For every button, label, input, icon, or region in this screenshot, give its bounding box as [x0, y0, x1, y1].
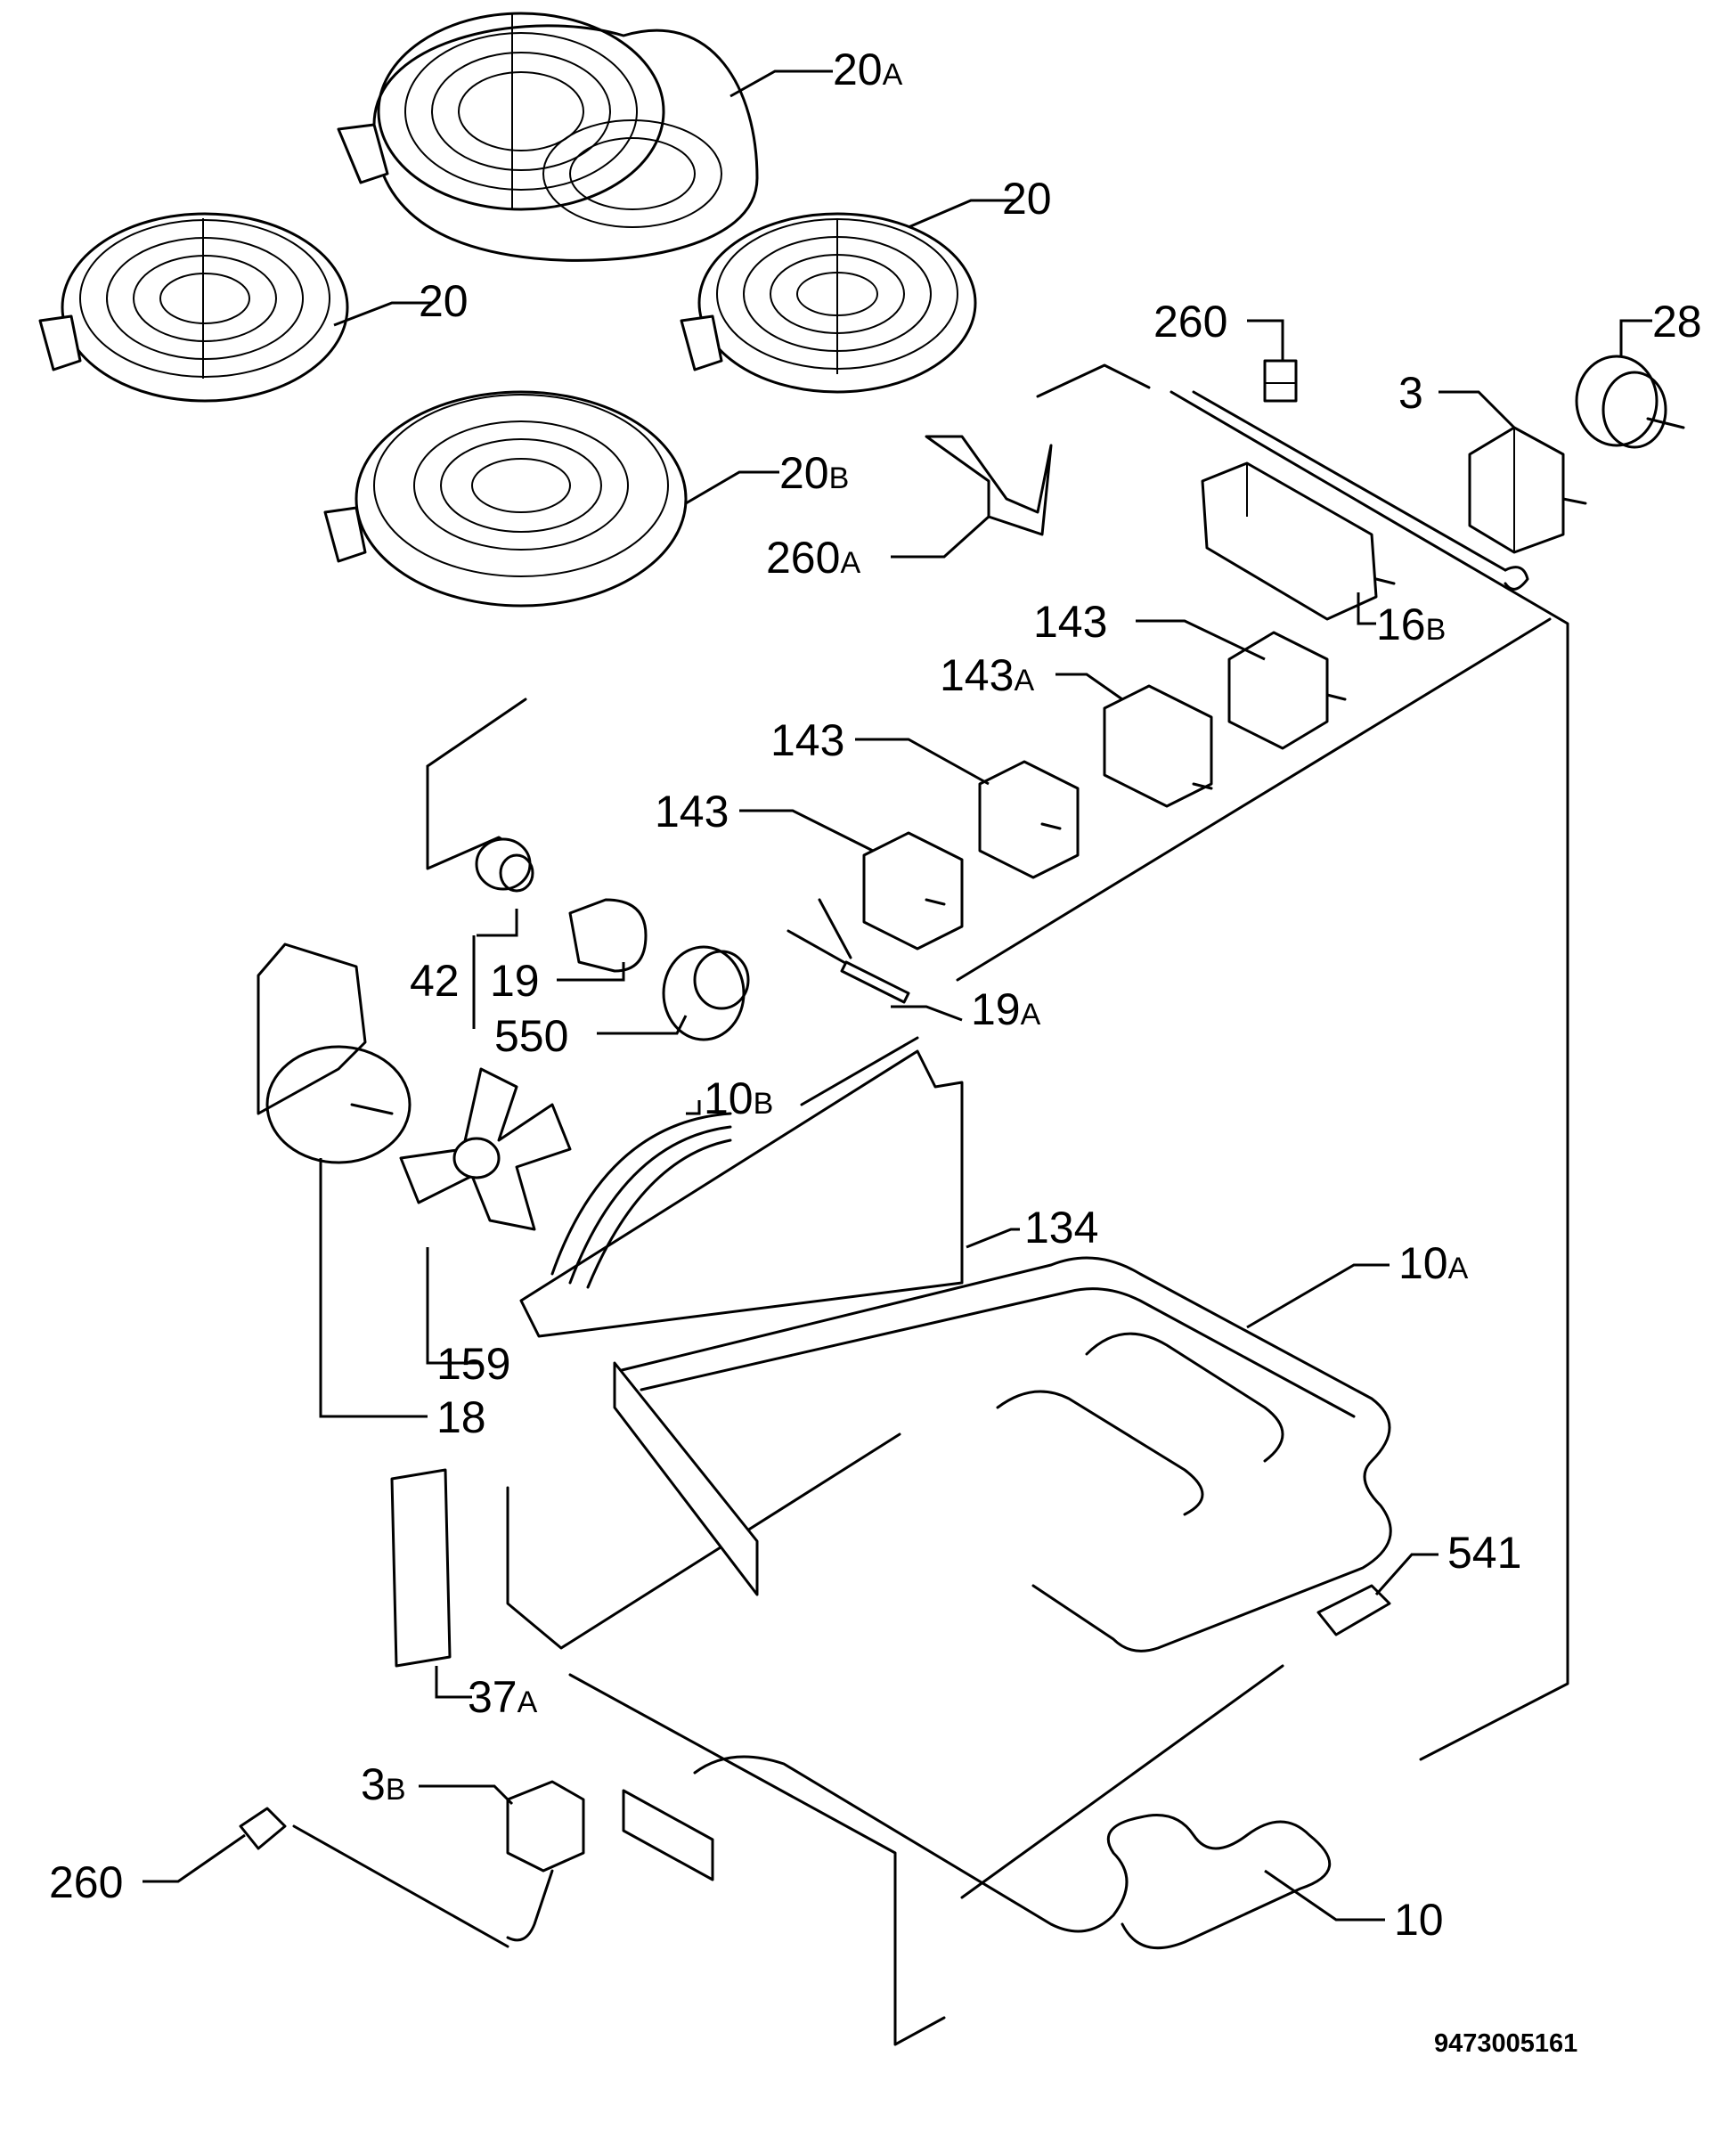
- callout-143-left: 143: [655, 787, 729, 836]
- bracket-260a: [925, 435, 1053, 536]
- bracket-260-top: [1263, 359, 1298, 403]
- callout-143-middle: 143: [770, 715, 844, 765]
- callout-20-right: 20: [1002, 174, 1052, 224]
- callout-159: 159: [436, 1339, 510, 1389]
- callout-18: 18: [436, 1392, 486, 1442]
- thermostat-3: [1192, 390, 1587, 591]
- hotplate-20b-dual: [323, 390, 688, 608]
- callout-20b: 20B: [779, 448, 849, 498]
- callout-260-bottom: 260: [49, 1857, 123, 1907]
- leader-lines: [143, 69, 1652, 1922]
- thermostat-3b: [292, 1780, 585, 1948]
- fan-motor-18: [257, 943, 412, 1164]
- callout-19a: 19A: [971, 984, 1041, 1034]
- fan-blade-159: [399, 1067, 572, 1231]
- callout-19: 19: [490, 956, 540, 1006]
- callout-541: 541: [1447, 1528, 1521, 1578]
- callout-16b: 16B: [1376, 600, 1446, 649]
- control-panel-outline: [426, 363, 1569, 1761]
- switch-143-middle: [978, 760, 1080, 879]
- hotplate-20a-oval: [337, 12, 759, 262]
- switch-143a: [1103, 684, 1213, 808]
- callout-3: 3: [1398, 368, 1423, 418]
- knob-28: [1575, 355, 1685, 449]
- callout-3b: 3B: [361, 1759, 406, 1809]
- callout-143-right: 143: [1033, 597, 1107, 647]
- callout-134: 134: [1024, 1203, 1098, 1253]
- hotplate-20-right: [680, 212, 977, 394]
- callout-10: 10: [1394, 1895, 1444, 1945]
- clip-541: [1316, 1584, 1391, 1636]
- sensor-19a: [786, 898, 910, 1004]
- bracket-260-bottom: [239, 1807, 287, 1850]
- callout-10b: 10B: [704, 1073, 773, 1123]
- callout-42: 42: [410, 956, 460, 1006]
- callout-10a: 10A: [1398, 1238, 1469, 1288]
- hotplate-20-left: [38, 212, 349, 403]
- callout-37a: 37A: [468, 1672, 538, 1722]
- terminal-block-37a: [390, 1468, 452, 1668]
- drawing-code: 9473005161: [1434, 2029, 1577, 2058]
- switch-143-right: [1227, 631, 1347, 750]
- callout-260a: 260A: [766, 533, 860, 583]
- callout-labels: 20A 20 20 20B 260 28 3 260A 16B 143 143A…: [49, 45, 1702, 1945]
- rear-panel-134: [519, 1036, 964, 1338]
- callout-20a: 20A: [833, 45, 903, 94]
- callout-20-left: 20: [419, 276, 469, 326]
- grill-element-10a: [613, 1256, 1392, 1652]
- callout-143a: 143A: [940, 650, 1034, 700]
- callout-28: 28: [1652, 297, 1702, 347]
- switch-143-left: [862, 831, 964, 951]
- oven-lamp-assembly: [475, 837, 750, 1041]
- selector-switch-16b: [1201, 461, 1396, 621]
- bottom-element-10: [622, 1664, 1332, 1950]
- callout-550: 550: [494, 1011, 568, 1061]
- callout-260-top: 260: [1153, 297, 1227, 347]
